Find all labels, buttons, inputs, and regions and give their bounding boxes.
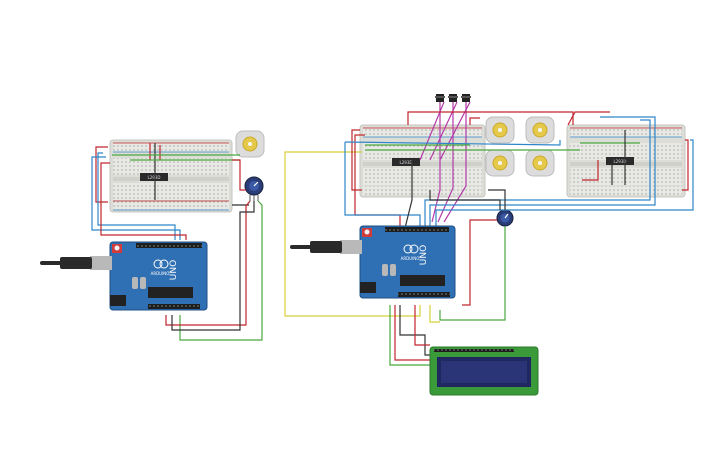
- potentiometer-left[interactable]: [244, 176, 264, 201]
- lcd-display: [429, 346, 539, 396]
- motor-driver-chip-right-1: L293D: [392, 158, 420, 166]
- pushbutton-2[interactable]: [448, 94, 458, 102]
- usb-cable-right: [290, 240, 362, 254]
- arduino-uno-left: UNO ARDUINO: [109, 241, 208, 311]
- board-label: UNO: [169, 260, 179, 280]
- motor-driver-chip-left: L293D: [140, 173, 168, 181]
- chip-label: L293D: [614, 159, 627, 164]
- right-circuit: L293D L293D: [284, 94, 694, 396]
- dc-motor-3: [485, 149, 515, 177]
- motor-driver-chip-right-2: L293D: [606, 157, 634, 165]
- chip-label: L293D: [148, 175, 161, 180]
- dc-motor-1: [485, 116, 515, 144]
- dc-motor-left: [235, 130, 265, 158]
- dc-motor-2: [525, 116, 555, 144]
- wires-right: [284, 101, 694, 366]
- brand-label: ARDUINO: [151, 271, 170, 276]
- arduino-uno-right: UNO ARDUINO: [359, 225, 456, 299]
- pushbutton-1[interactable]: [435, 94, 445, 102]
- left-circuit: L293D: [40, 130, 265, 341]
- dc-motor-4: [525, 149, 555, 177]
- wires-left: [91, 143, 263, 341]
- board-label: UNO: [419, 245, 429, 265]
- potentiometer-right[interactable]: [496, 209, 514, 227]
- breadboard-left: [109, 139, 233, 213]
- pushbutton-3[interactable]: [461, 94, 471, 102]
- usb-cable-left: [40, 256, 112, 270]
- chip-label: L293D: [400, 160, 413, 165]
- brand-label: ARDUINO: [401, 256, 420, 261]
